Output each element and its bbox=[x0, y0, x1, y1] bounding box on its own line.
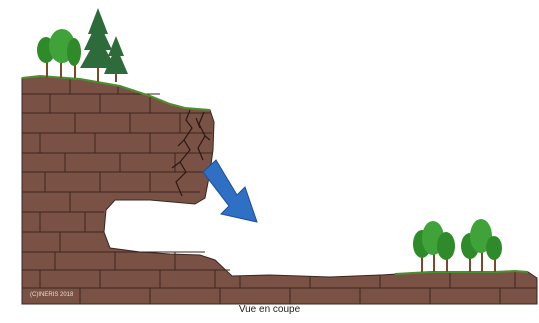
plain-trees bbox=[413, 219, 502, 272]
diagram-caption: Vue en coupe bbox=[0, 304, 539, 315]
rock-massif bbox=[22, 76, 537, 304]
tree-icon bbox=[437, 232, 455, 272]
plateau-trees bbox=[37, 8, 128, 82]
copyright-label: (C)INERIS 2018 bbox=[30, 292, 73, 298]
tree-icon bbox=[67, 38, 81, 78]
tree-icon bbox=[486, 236, 502, 272]
blue-arrow-icon bbox=[203, 160, 257, 222]
